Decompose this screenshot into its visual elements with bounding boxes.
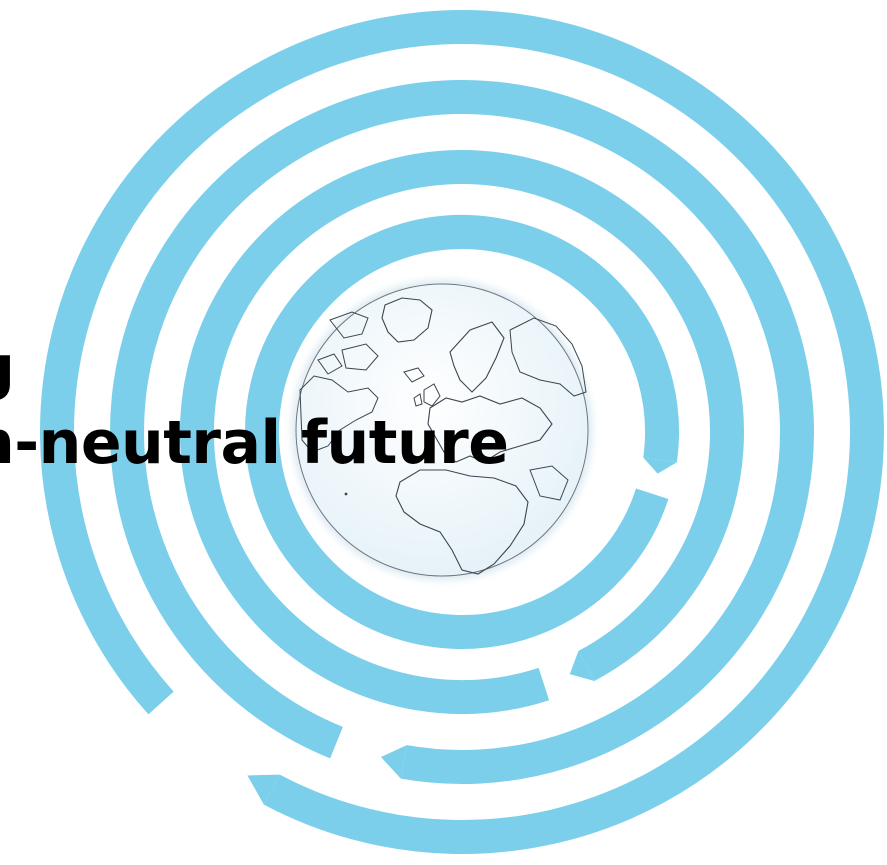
ring-arrowhead-3 <box>569 650 595 681</box>
rings-group <box>40 10 884 854</box>
ring-arc-1 <box>40 10 884 854</box>
headline-line-2: n-neutral future <box>0 408 509 478</box>
ring-arrowhead-4 <box>643 457 677 474</box>
ring-arc-4 <box>245 215 679 649</box>
ring-arrowhead-2 <box>380 745 407 779</box>
headline-line-1: g <box>0 338 15 398</box>
globe-icon <box>292 280 592 580</box>
ring-arc-3 <box>180 150 744 714</box>
ring-arc-2 <box>110 80 814 784</box>
ring-arrowhead-1 <box>247 774 280 805</box>
